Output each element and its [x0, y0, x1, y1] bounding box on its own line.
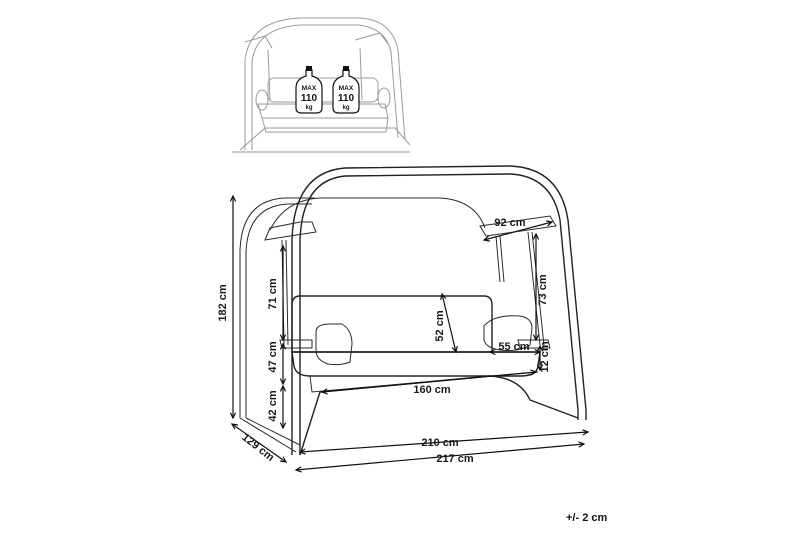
max-load-unit: kg	[305, 105, 312, 111]
max-load-unit: kg	[342, 105, 349, 111]
seat-width-label: 160 cm	[413, 384, 451, 396]
total-height-label: 182 cm	[217, 284, 229, 322]
max-label: MAX	[339, 85, 354, 92]
tolerance-note: +/- 2 cm	[566, 512, 608, 524]
overall-width-label: 217 cm	[436, 453, 474, 465]
seat-height-label: 42 cm	[267, 390, 279, 421]
chain-right-label: 73 cm	[537, 274, 549, 305]
base-width-arrow	[298, 429, 590, 455]
backrest-height-arrow	[440, 292, 458, 354]
chain-left-arrow	[279, 244, 287, 342]
seat-width-arrow	[320, 369, 538, 395]
thumbnail-swing	[232, 17, 411, 153]
max-load-value: 110	[301, 93, 318, 104]
depth-arrow	[230, 423, 288, 463]
backrest-height-label: 52 cm	[434, 310, 446, 341]
swing-main-drawing	[239, 165, 587, 456]
max-load-badge-right: MAX 110 kg	[332, 66, 360, 114]
canopy-depth-arrow	[482, 220, 554, 242]
overall-width-arrow	[294, 441, 586, 473]
dimension-arrows	[229, 194, 590, 473]
total-height-arrow	[229, 194, 237, 420]
canopy-depth-label: 92 cm	[494, 217, 525, 229]
max-load-badge-left: MAX 110 kg	[295, 66, 323, 114]
chain-right-arrow	[532, 232, 540, 342]
armrest-height-arrow	[279, 342, 287, 386]
max-load-value: 110	[338, 93, 355, 104]
max-label: MAX	[302, 85, 317, 92]
seat-depth-label: 55 cm	[498, 341, 529, 353]
chain-left-label: 71 cm	[267, 278, 279, 309]
armrest-height-label: 47 cm	[267, 341, 279, 372]
base-width-label: 210 cm	[421, 437, 459, 449]
seat-height-arrow	[279, 384, 287, 430]
seat-thickness-arrow	[536, 344, 544, 372]
seat-thickness-label: 12 cm	[539, 341, 551, 372]
